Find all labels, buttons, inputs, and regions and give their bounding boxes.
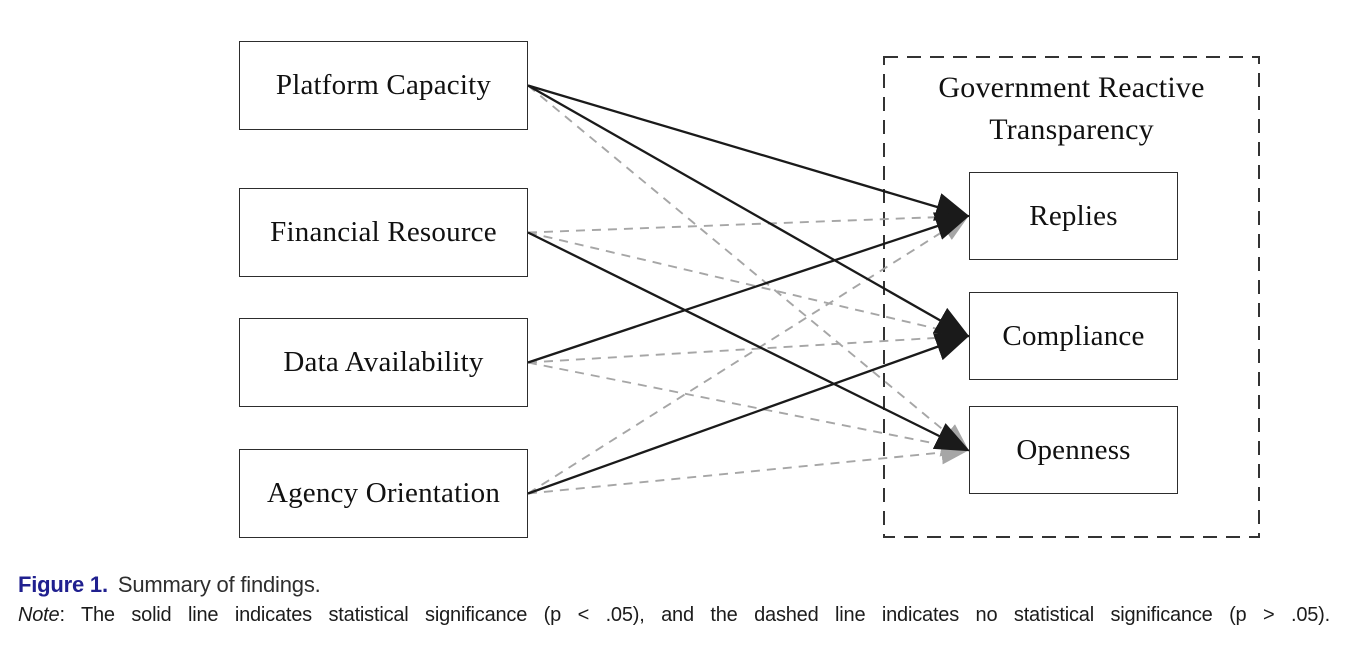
figure-caption: Figure 1. Summary of findings. — [18, 572, 1330, 598]
edge-data-compliance-dashed — [527, 325, 970, 364]
source-box-platform-capacity: Platform Capacity — [239, 41, 528, 130]
group-title-line1: Government Reactive — [938, 71, 1205, 104]
edge-financial-openness-solid — [527, 231, 971, 452]
edge-financial-compliance-dashed — [527, 231, 970, 342]
source-label-platform-capacity: Platform Capacity — [275, 69, 492, 101]
edge-agency-compliance-solid — [527, 333, 971, 495]
source-box-agency-orientation: Agency Orientation — [239, 449, 528, 538]
source-box-data-availability: Data Availability — [239, 318, 528, 407]
edge-financial-replies-dashed — [527, 205, 970, 234]
edge-agency-openness-dashed — [527, 440, 970, 495]
target-box-compliance: Compliance — [969, 292, 1178, 380]
figure-note-text: : The solid line indicates statistical s… — [59, 604, 1330, 626]
target-label-compliance: Compliance — [1002, 319, 1145, 352]
transparency-group-title: Government Reactive Transparency — [884, 67, 1259, 151]
figure-note-label: Note — [18, 604, 60, 626]
target-label-replies: Replies — [1029, 199, 1118, 232]
edge-data-openness-dashed — [527, 361, 970, 457]
target-box-openness: Openness — [969, 406, 1178, 494]
figure-note: Note: The solid line indicates statistic… — [18, 604, 1330, 627]
source-label-financial-resource: Financial Resource — [270, 216, 497, 248]
target-box-replies: Replies — [969, 172, 1178, 260]
figure-caption-label: Figure 1. — [18, 572, 108, 597]
edge-data-replies-solid — [527, 212, 971, 364]
source-label-data-availability: Data Availability — [283, 346, 484, 378]
target-label-openness: Openness — [1016, 433, 1131, 466]
source-label-agency-orientation: Agency Orientation — [266, 477, 501, 509]
group-title-line2: Transparency — [989, 113, 1154, 146]
edge-agency-replies-dashed — [527, 214, 970, 495]
figure-caption-text: Summary of findings. — [117, 572, 321, 597]
source-box-financial-resource: Financial Resource — [239, 188, 528, 277]
